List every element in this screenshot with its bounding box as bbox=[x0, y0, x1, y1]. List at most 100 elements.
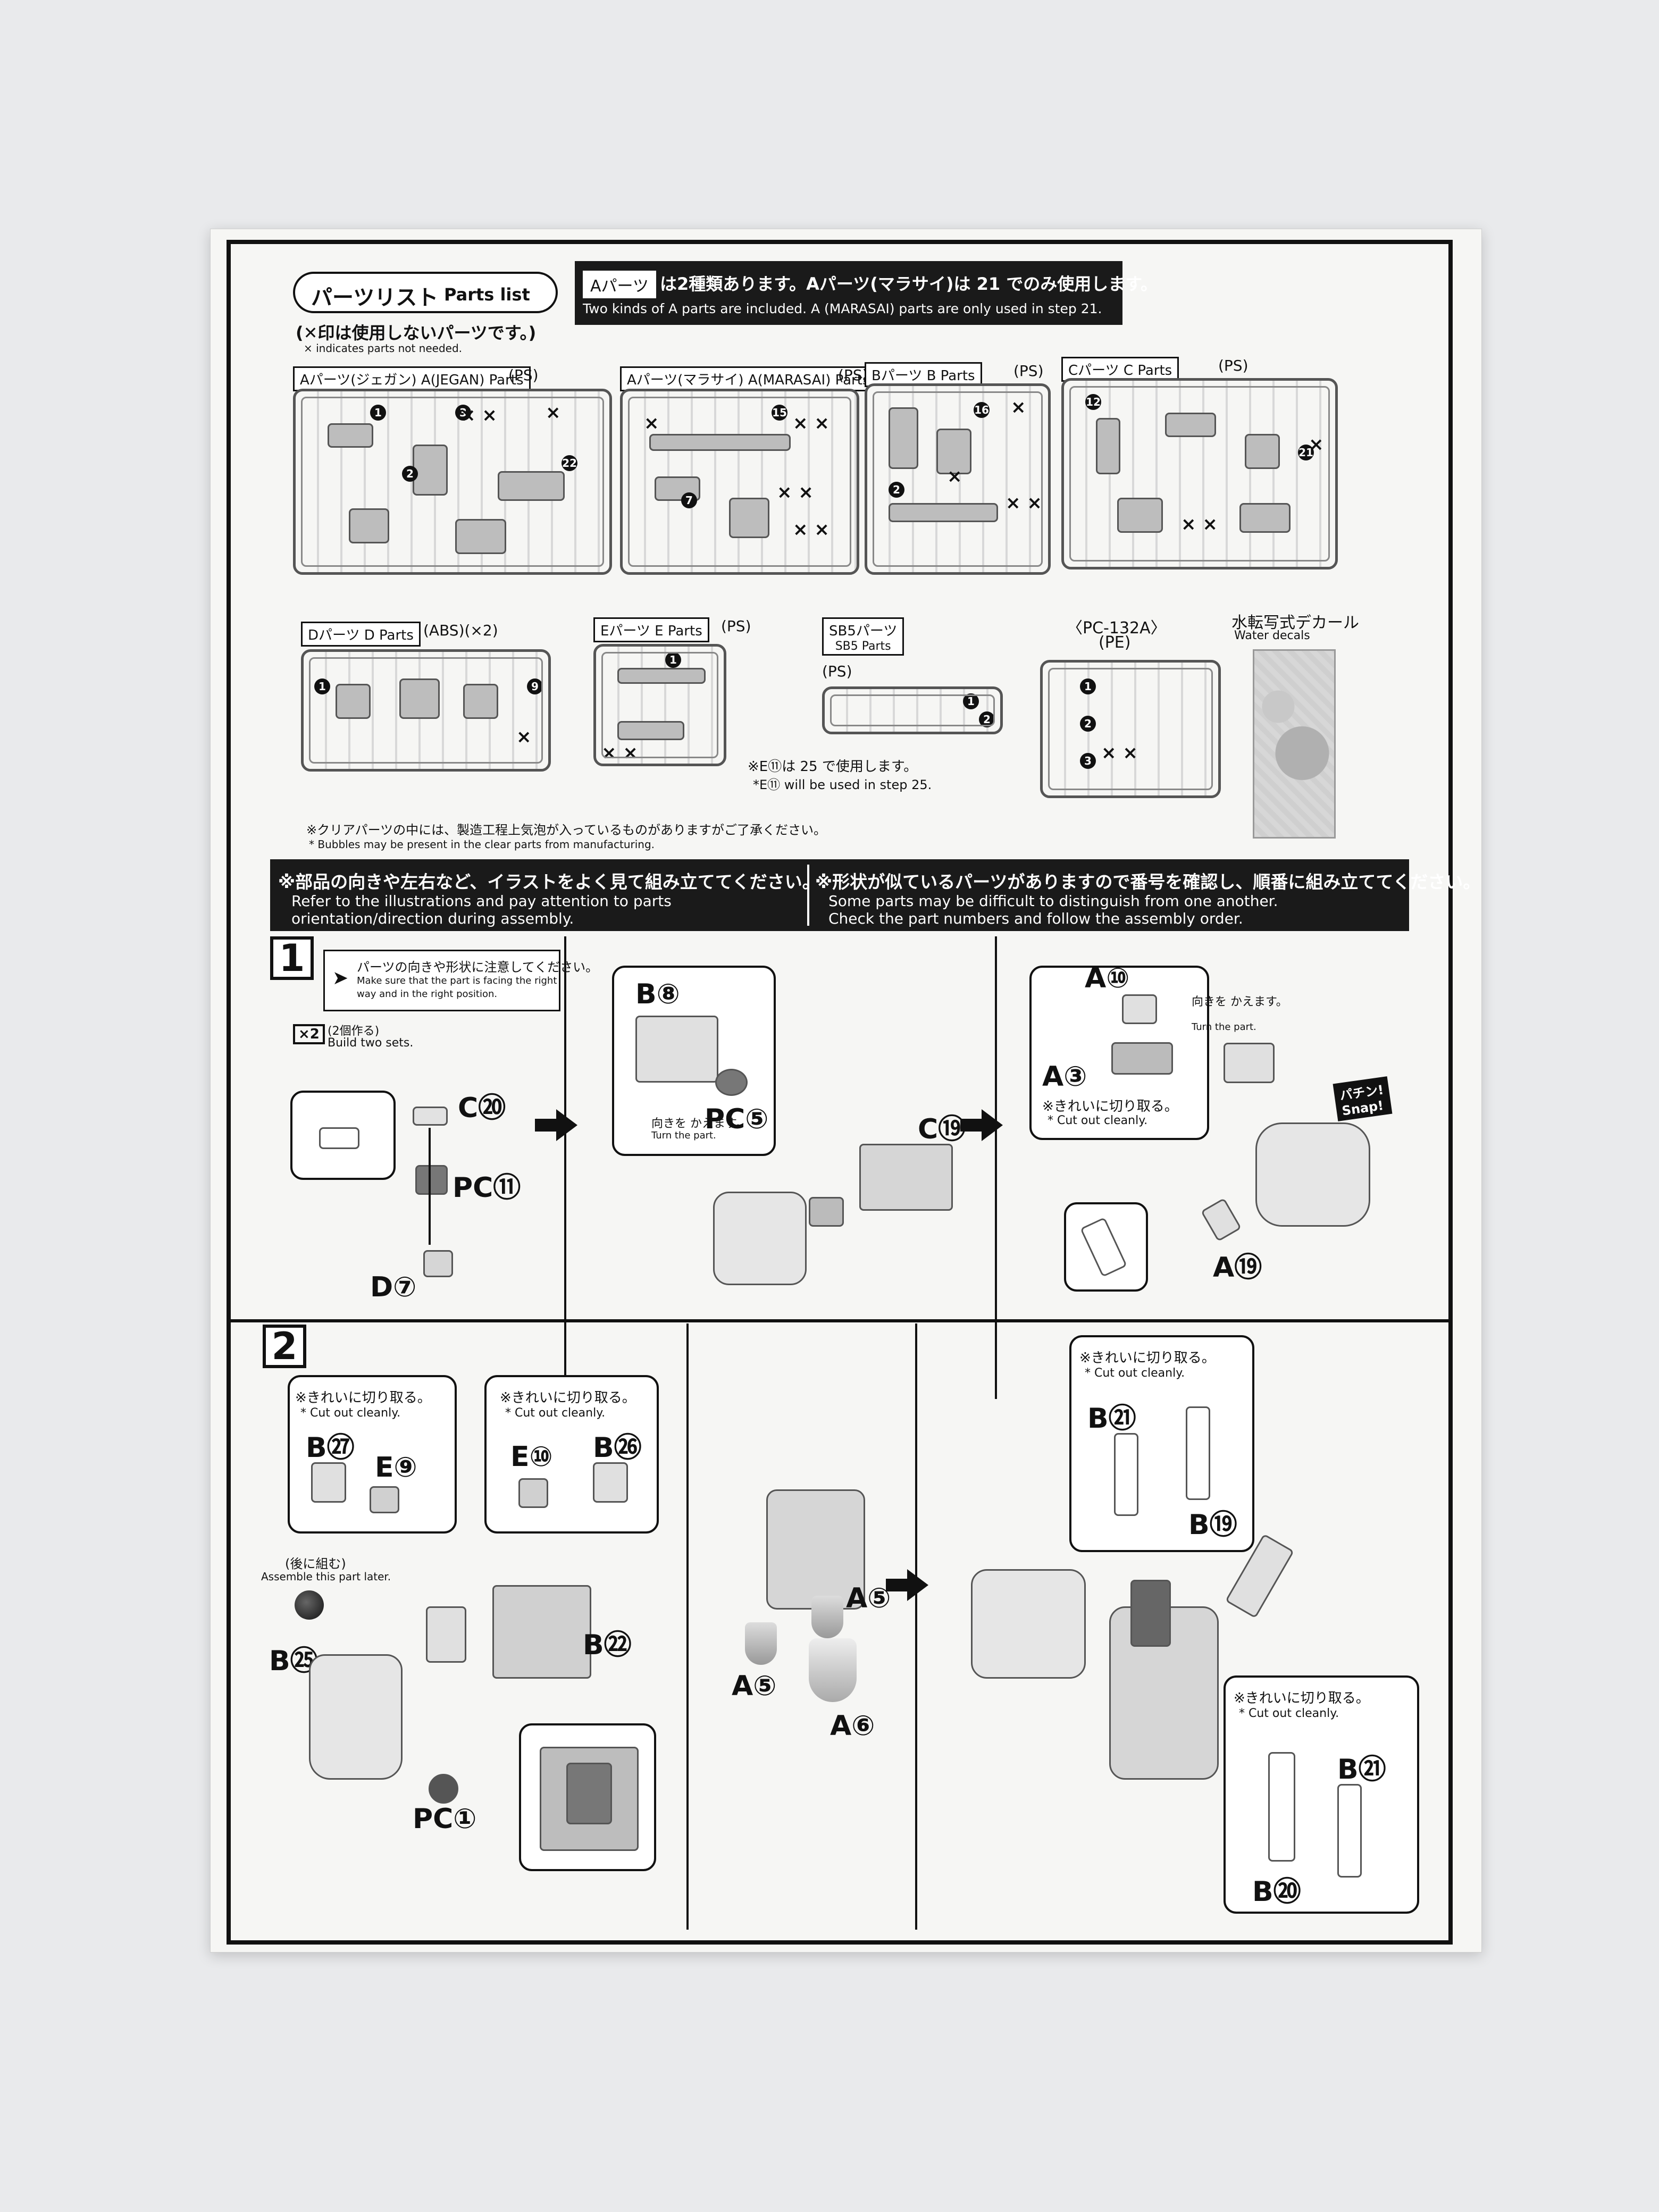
runner-e-material: (PS) bbox=[721, 617, 751, 635]
later-part-icon bbox=[295, 1590, 324, 1620]
decal-label-en: Water decals bbox=[1234, 629, 1310, 642]
label-d7: D⑦ bbox=[370, 1271, 417, 1303]
label-e9: E⑨ bbox=[375, 1452, 417, 1484]
step1-a19-bubble bbox=[1064, 1202, 1148, 1292]
x2-jp: (2個作る) bbox=[328, 1025, 380, 1038]
step1-hint-en2: way and in the right position. bbox=[357, 988, 498, 1000]
label-e10: E⑩ bbox=[510, 1441, 553, 1473]
label-a5-left: A⑤ bbox=[732, 1670, 777, 1702]
step1-turn-en: Turn the part. bbox=[651, 1130, 716, 1141]
a-parts-tag: Aパーツ bbox=[583, 271, 656, 298]
step2-small-part bbox=[426, 1606, 466, 1663]
label-b20: B⑳ bbox=[1252, 1876, 1301, 1908]
a-parts-notice-en: Two kinds of A parts are included. A (MA… bbox=[583, 301, 1102, 316]
runner-sb5: 1 2 bbox=[822, 686, 1003, 734]
step1-body-assembly bbox=[1255, 1122, 1370, 1227]
a-parts-notice-jp: は2種類あります。Aパーツ(マラサイ)は 21 でのみ使用します。 bbox=[660, 274, 1158, 294]
runner-a-jegan: 1 3 2 22 × × × bbox=[293, 389, 612, 575]
step2-b21-bubble: ※きれいに切り取る。 * Cut out cleanly. B㉑ B⑲ bbox=[1069, 1335, 1254, 1552]
runner-sb5-material: (PS) bbox=[822, 663, 852, 680]
banner-left-en1: Refer to the illustrations and pay atten… bbox=[291, 892, 672, 910]
step1-turn-jp: 向きを かえます。 bbox=[651, 1117, 748, 1130]
clear-parts-note-en: * Bubbles may be present in the clear pa… bbox=[309, 838, 655, 851]
banner-right-en1: Some parts may be difficult to distingui… bbox=[828, 892, 1278, 910]
step1-cut-en: * Cut out cleanly. bbox=[1048, 1114, 1148, 1127]
step2-cut1-en: * Cut out cleanly. bbox=[300, 1406, 401, 1420]
runner-c-material: (PS) bbox=[1218, 357, 1249, 374]
step2-cut4-en: * Cut out cleanly. bbox=[1239, 1707, 1339, 1720]
e11-note-jp: ※E⑪は 25 で使用します。 bbox=[748, 759, 918, 775]
step1-arrow-1 bbox=[535, 1109, 577, 1141]
step1-rotated-part bbox=[1224, 1043, 1275, 1083]
assembly-caution-banner: ※部品の向きや左右など、イラストをよく見て組み立ててください。 Refer to… bbox=[270, 859, 1480, 931]
step2-cut3-en: * Cut out cleanly. bbox=[1085, 1367, 1185, 1380]
step1-a10-bubble: A⑩ A③ ※きれいに切り取る。 * Cut out cleanly. bbox=[1029, 962, 1209, 1140]
step1-arrow-2 bbox=[960, 1109, 1003, 1141]
snap-badge: パチン! Snap! bbox=[1333, 1076, 1393, 1121]
step-2-number: 2 bbox=[263, 1325, 306, 1368]
step2-completed-view bbox=[519, 1723, 656, 1871]
banner-left-en2: orientation/direction during assembly. bbox=[291, 910, 574, 927]
part-c20 bbox=[413, 1107, 448, 1126]
part-pc11 bbox=[415, 1165, 448, 1195]
water-decal-sheet bbox=[1253, 649, 1336, 839]
clear-parts-note-jp: ※クリアパーツの中には、製造工程上気泡が入っているものがありますがご了承ください… bbox=[306, 823, 826, 837]
label-a5-right: A⑤ bbox=[846, 1582, 891, 1614]
banner-right-jp: ※形状が似ているパーツがありますので番号を確認し、順番に組み立ててください。 bbox=[815, 872, 1481, 892]
runner-sb5-label: SB5パーツ SB5 Parts bbox=[822, 617, 904, 656]
banner-left-jp: ※部品の向きや左右など、イラストをよく見て組み立ててください。 bbox=[278, 872, 820, 892]
label-c20: C⑳ bbox=[458, 1092, 506, 1124]
runner-b-material: (PS) bbox=[1013, 362, 1044, 380]
label-b27: B㉗ bbox=[306, 1432, 355, 1464]
step2-cut2-en: * Cut out cleanly. bbox=[505, 1406, 606, 1420]
runner-a-marasai-material: (PS) bbox=[838, 366, 868, 384]
label-pc11: PC⑪ bbox=[453, 1172, 521, 1204]
step1-divider-2 bbox=[995, 936, 997, 1399]
banner-right-en2: Check the part numbers and follow the as… bbox=[828, 910, 1243, 927]
label-b21-top: B㉑ bbox=[1087, 1403, 1136, 1435]
parts-list-title: パーツリスト Parts list bbox=[293, 272, 558, 313]
label-c19: C⑲ bbox=[918, 1113, 966, 1145]
label-a6: A⑥ bbox=[830, 1710, 875, 1742]
runner-b: 16 2 × × × × bbox=[865, 383, 1051, 575]
step2-cut2-jp: ※きれいに切り取る。 bbox=[500, 1390, 636, 1406]
e11-note-en: *E⑪ will be used in step 25. bbox=[753, 777, 932, 792]
x2-en: Build two sets. bbox=[328, 1036, 414, 1050]
step2-b27-bubble: ※きれいに切り取る。 * Cut out cleanly. B㉗ E⑨ bbox=[288, 1375, 457, 1534]
step2-divider-1 bbox=[686, 1323, 689, 1930]
step1-divider-1 bbox=[564, 936, 566, 1399]
step-divider bbox=[231, 1319, 1453, 1322]
runner-c: 12 21 × × × bbox=[1061, 378, 1338, 569]
part-pc1 bbox=[429, 1774, 458, 1804]
step2-torso-assembly bbox=[766, 1489, 865, 1610]
part-b22-assembly bbox=[492, 1585, 591, 1679]
label-b8: B⑧ bbox=[635, 978, 680, 1010]
sheet-frame bbox=[227, 240, 1453, 1945]
step2-arrow bbox=[886, 1569, 928, 1601]
x2-tag: ×2 bbox=[293, 1024, 325, 1044]
runner-d-material: (ABS)(×2) bbox=[423, 622, 498, 639]
part-c19 bbox=[859, 1144, 953, 1211]
parts-list-title-jp: パーツリスト bbox=[311, 286, 439, 310]
runner-a-jegan-material: (PS) bbox=[508, 366, 539, 384]
step-1-number: 1 bbox=[270, 936, 314, 980]
runner-sb5-label-jp: SB5パーツ bbox=[829, 623, 898, 639]
label-a10: A⑩ bbox=[1085, 962, 1130, 994]
step2-b26-bubble: ※きれいに切り取る。 * Cut out cleanly. E⑩ B㉖ bbox=[484, 1375, 659, 1534]
step1-cut-jp: ※きれいに切り取る。 bbox=[1042, 1099, 1178, 1115]
label-b26: B㉖ bbox=[593, 1432, 642, 1464]
part-d7 bbox=[423, 1250, 453, 1277]
label-b21-bottom: B㉑ bbox=[1337, 1754, 1386, 1786]
runner-sb5-label-en: SB5 Parts bbox=[835, 640, 891, 653]
part-a5-right bbox=[811, 1596, 843, 1638]
part-a6 bbox=[809, 1638, 857, 1702]
parts-list-title-en: Parts list bbox=[444, 284, 530, 305]
label-pc1: PC① bbox=[413, 1803, 477, 1835]
runner-pc-material: (PE) bbox=[1099, 633, 1131, 652]
later-jp: (後に組む) bbox=[285, 1556, 346, 1571]
runner-d: 1 9 × bbox=[301, 649, 551, 772]
runner-pc-132a: 1 2 3 × × bbox=[1040, 660, 1221, 798]
decal-label-jp: 水転写式デカール bbox=[1231, 614, 1359, 632]
runner-c-label: Cパーツ C Parts bbox=[1061, 357, 1179, 382]
label-a19: A⑲ bbox=[1213, 1252, 1262, 1284]
